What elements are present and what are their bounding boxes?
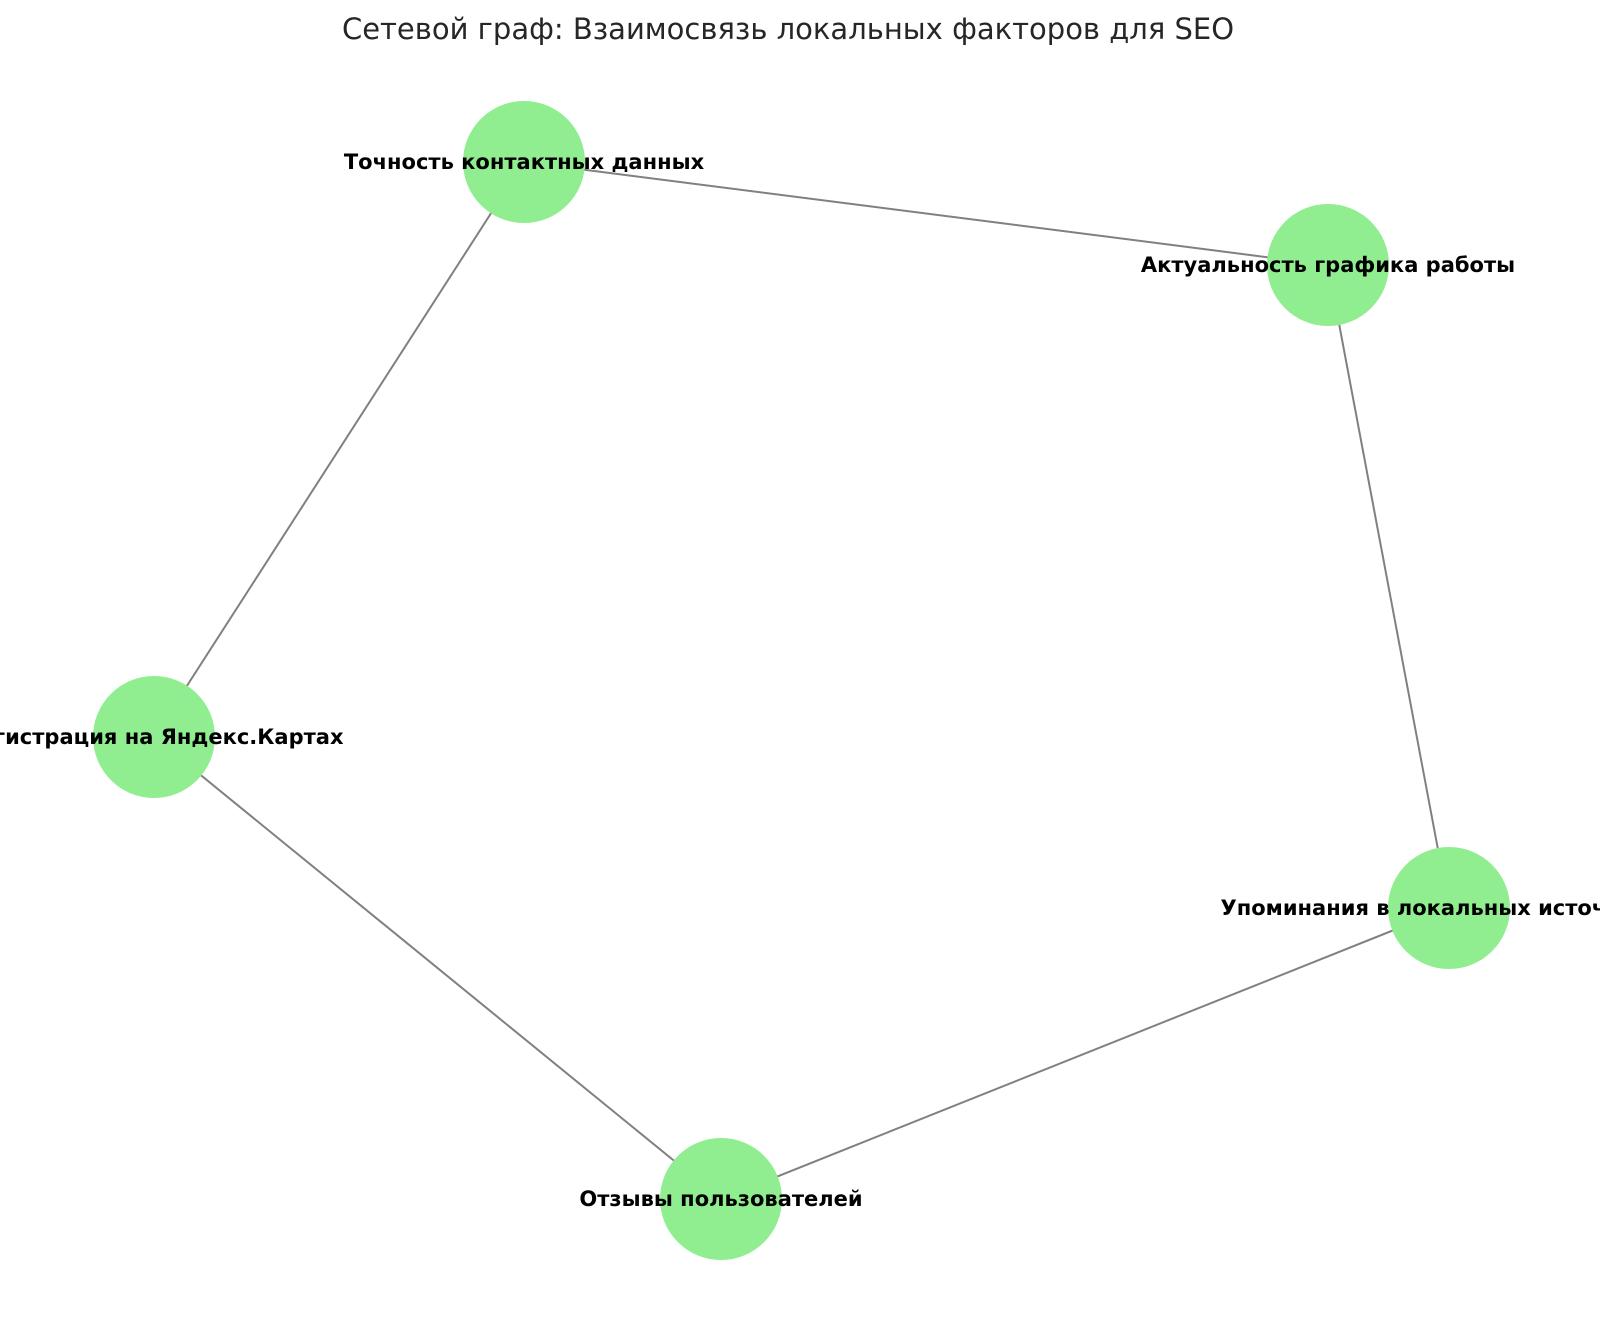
graph-node <box>660 1138 782 1260</box>
graph-edge <box>153 161 525 738</box>
graph-edge <box>153 736 722 1200</box>
node-label: Упоминания в локальных источниках <box>1220 896 1600 920</box>
graph-node <box>1267 204 1389 326</box>
graph-node <box>1388 847 1510 969</box>
node-label: Отзывы пользователей <box>579 1187 863 1211</box>
graph-edge <box>523 161 1329 266</box>
graph-edge <box>720 907 1450 1200</box>
node-label: Точность контактных данных <box>343 150 705 174</box>
node-label: Актуальность графика работы <box>1140 253 1516 277</box>
node-label: Регистрация на Яндекс.Картах <box>0 725 344 749</box>
graph-node <box>463 101 585 223</box>
graph-node <box>93 676 215 798</box>
graph-edge <box>1327 264 1450 909</box>
chart-title: Сетевой граф: Взаимосвязь локальных факт… <box>341 12 1235 46</box>
